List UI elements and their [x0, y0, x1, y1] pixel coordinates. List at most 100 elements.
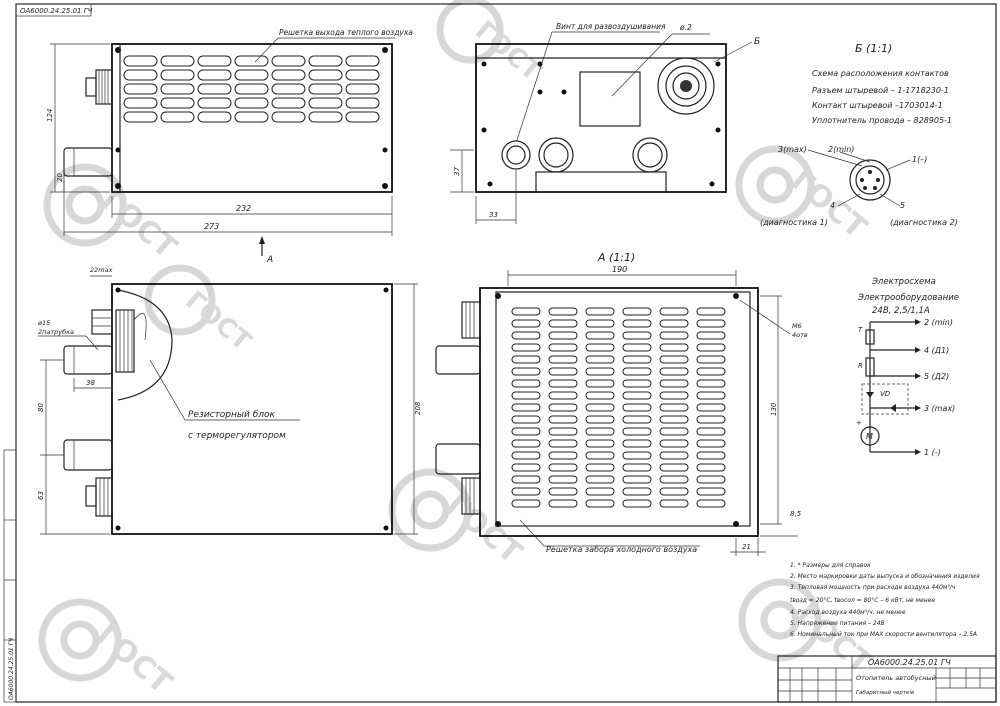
dim-33: 33	[489, 211, 498, 219]
resistor-label-2: с терморегулятором	[188, 431, 286, 441]
plus-label: +	[856, 419, 862, 427]
note-line: 6. Номинальный ток при MAX скорости вент…	[790, 631, 977, 638]
thread-label: М6	[792, 322, 802, 330]
vent-screw-label: Винт для развоздушивания	[556, 22, 666, 31]
diode-box	[861, 383, 909, 415]
pin-5-label: 5	[900, 201, 905, 210]
view-arrow-a: А	[259, 236, 273, 265]
dim-38: 38	[86, 379, 95, 387]
view-b-marker: Б	[754, 37, 760, 47]
dim-273: 273	[204, 222, 219, 231]
watermark-stamp: ГОСТ	[43, 163, 184, 266]
holes-label: 4отв	[792, 331, 808, 339]
note-line: 1. * Размеры для справок	[790, 562, 871, 569]
title-block: ОА6000.24.25.01 ГЧ Отопитель автобусный …	[777, 655, 997, 703]
resistor-label-1: Резисторный блок	[188, 410, 276, 420]
thermostat-label: T	[858, 326, 863, 334]
terminal-label: 4 (Д1)	[924, 346, 949, 355]
thermostat-symbol	[865, 329, 875, 345]
sheet-frame	[15, 3, 997, 703]
title-block-code: ОА6000.24.25.01 ГЧ	[868, 658, 951, 667]
terminal-label: 1 (-)	[924, 448, 941, 457]
housing-bottom-left	[111, 283, 393, 535]
dim-190: 190	[612, 265, 627, 274]
schematic-rating: 24В, 2,5/1,1А	[872, 306, 930, 316]
note-line: 3. Тепловая мощность при расходе воздуха…	[790, 584, 956, 591]
detail-b-line: Контакт штыревой –1703014-1	[812, 101, 943, 110]
dim-63: 63	[37, 491, 45, 500]
watermark-text: ГОСТ	[469, 16, 546, 88]
dim-232: 232	[236, 204, 251, 213]
dim-124: 124	[46, 109, 54, 122]
pin-diagram	[807, 149, 911, 207]
watermark-text: ГОСТ	[179, 286, 256, 358]
view-bottom-left: 22max ø15 2патрубка 38 80 63 208 Резисто…	[37, 266, 422, 535]
terminal-label: 5 (Д2)	[924, 372, 949, 381]
terminal-label: 2 (min)	[924, 318, 953, 327]
connector-round	[657, 57, 715, 115]
side-strip-code: ОА6000.24.25.01 ГЧ	[8, 638, 15, 700]
schematic-title: Электросхема	[871, 277, 936, 287]
view-top-left: 124 20 232 273 Решетка выхода теплого во…	[46, 28, 413, 236]
connector-side	[85, 69, 113, 105]
pipes-label: 2патрубка	[38, 328, 74, 336]
detail-b-line: Уплотнитель провода – 828905-1	[812, 116, 952, 125]
hole-label: ø.2	[679, 23, 692, 32]
schematic-subtitle: Электрооборудование	[857, 293, 959, 303]
dim-21: 21	[742, 543, 751, 551]
terminal-label: 3 (max)	[924, 404, 955, 413]
notes: 1. * Размеры для справок 2. Место маркир…	[790, 562, 980, 638]
inlet-grille	[511, 307, 726, 508]
dim-130: 130	[770, 402, 778, 416]
housing-top-left	[111, 43, 393, 193]
top-left-code: ОА6000.24.25.01 ГЧ	[20, 7, 93, 15]
diode-label: VD	[880, 390, 891, 398]
note-line: 2. Место маркировки даты выпуска и обозн…	[790, 573, 980, 580]
arrow-a-label: А	[266, 255, 273, 265]
dim-20: 20	[56, 173, 64, 182]
bl-pipes	[63, 345, 113, 471]
pin-4-label: 4	[830, 201, 835, 210]
view-a-bolts	[495, 293, 739, 527]
pin-3-label: 3(max)	[778, 145, 807, 154]
detail-b-line: Разъем штыревой – 1-1718230-1	[812, 86, 949, 95]
dim-208: 208	[414, 401, 422, 415]
top-left-stamp: ОА6000.24.25.01 ГЧ	[15, 3, 93, 17]
bl-bolts	[115, 287, 389, 531]
detail-b: Б (1:1) Схема расположения контактов Раз…	[760, 42, 958, 227]
front-pipes	[501, 137, 668, 173]
detail-b-line: Схема расположения контактов	[812, 69, 949, 78]
watermark-text: ГОСТ	[94, 183, 184, 266]
dim-8-5: 8,5	[790, 510, 802, 518]
diag-2-label: (диагностика 2)	[890, 218, 958, 227]
watermark-stamp: ГОСТ	[38, 598, 179, 701]
title-block-subtitle: Габаритный чертеж	[856, 690, 914, 696]
bl-connectors	[85, 309, 113, 517]
view-top-center: Винт для развоздушивания ø.2 Б 37 33	[450, 22, 760, 224]
watermark-stamp: ГОСТ	[144, 264, 257, 358]
side-strip: ОА6000.24.25.01 ГЧ	[3, 449, 17, 703]
grille-outlet-label: Решетка выхода теплого воздуха	[279, 28, 413, 37]
note-line: 5. Напряжение питания – 24В	[790, 620, 885, 627]
motor-label: M	[866, 432, 873, 441]
resistor-block	[115, 309, 135, 373]
bolts	[115, 47, 388, 189]
watermark-text: ГОСТ	[784, 163, 874, 246]
resistor-label: R	[858, 362, 863, 370]
terminal-arrows	[915, 319, 921, 455]
note-line: 4. Расход воздуха 440м³/ч, не менее	[790, 609, 906, 616]
view-a-connectors	[435, 301, 481, 515]
pin-1-label: 1(–)	[912, 155, 927, 164]
schematic: Электросхема Электрооборудование 24В, 2,…	[856, 277, 959, 457]
dim-80: 80	[37, 403, 45, 412]
label-plate	[579, 71, 641, 127]
note-line: tвозд = 20°С, tвосол = 80°С – 6 кВт, не …	[790, 597, 935, 604]
diag-1-label: (диагностика 1)	[760, 218, 828, 227]
view-a: А (1:1)	[435, 251, 808, 556]
housing-view-a	[479, 287, 759, 537]
grille-inlet-label: Решетка забора холодного воздуха	[546, 545, 697, 554]
view-a-title: А (1:1)	[597, 251, 635, 264]
dim-37: 37	[453, 167, 461, 176]
dimensions-top-left: 124 20 232 273	[46, 43, 393, 236]
